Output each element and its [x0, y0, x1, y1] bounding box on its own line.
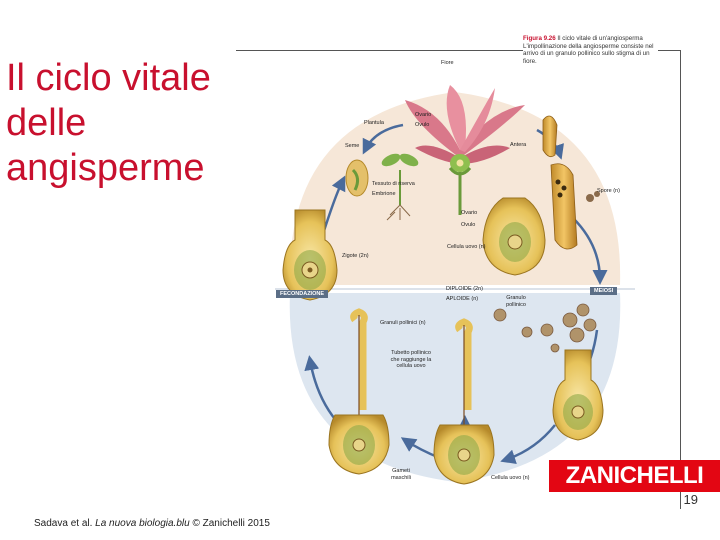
- credit-authors: Sadava et al.: [34, 518, 93, 529]
- figure-number: Figura 9.26: [523, 35, 556, 42]
- label-cellula-uovo-mid: Cellula uovo (n): [447, 244, 486, 250]
- angiosperm-life-cycle-diagram: [275, 85, 635, 485]
- label-gameti: Gameti maschili: [391, 468, 411, 481]
- flower-illustration: [405, 85, 525, 215]
- label-tubetto: Tubetto pollinico che raggiunge la cellu…: [390, 350, 432, 369]
- ovule-zygote: [282, 209, 338, 301]
- credit-line: Sadava et al. La nuova biologia.blu © Za…: [34, 518, 270, 529]
- label-zigote: Zigote (2n): [342, 253, 369, 259]
- credit-publisher: © Zanichelli 2015: [192, 518, 270, 529]
- pollen-tube-left: [328, 308, 390, 475]
- label-plantula: Plantula: [364, 120, 384, 126]
- label-granuli: Granuli pollinici (n): [380, 320, 426, 326]
- seed-illustration: [345, 159, 369, 197]
- label-embrione: Embrione: [372, 191, 396, 197]
- seedling-illustration: [381, 153, 419, 221]
- slide-title: Il ciclo vitale delle angisperme: [6, 57, 211, 189]
- spores: [586, 191, 600, 202]
- tag-fecondazione: FECONDAZIONE: [276, 290, 328, 298]
- label-cellula-uovo-bot: Cellula uovo (n): [491, 475, 530, 481]
- label-granulo: Granulo pollinico: [506, 295, 526, 308]
- label-ovario-top: Ovario: [415, 112, 432, 118]
- label-spore: Spore (n): [597, 188, 620, 194]
- label-ovulo-mid: Ovulo: [461, 222, 476, 228]
- credit-book: La nuova biologia.blu: [95, 518, 190, 529]
- label-fiore: Fiore: [441, 60, 454, 66]
- ovule-pollinated: [552, 349, 604, 441]
- pollen-tube-right: [433, 318, 495, 485]
- label-antera: Antera: [510, 142, 527, 148]
- ovule-egg-cell: [482, 197, 546, 276]
- label-diploide: DIPLOIDE (2n): [446, 286, 483, 292]
- zanichelli-logo: ZANICHELLI: [549, 460, 720, 492]
- page-number: 19: [683, 492, 698, 507]
- anther-illustration: [542, 115, 578, 250]
- label-ovulo-top: Ovulo: [415, 122, 430, 128]
- figure-caption-text: Il ciclo vitale di un'angiosperma L'impo…: [523, 35, 654, 65]
- pollen-grains: [493, 303, 597, 353]
- label-seme: Seme: [345, 143, 360, 149]
- figure-caption: Figura 9.26 Il ciclo vitale di un'angios…: [523, 35, 658, 66]
- figure-frame: [236, 50, 681, 509]
- label-tessuto: Tessuto di riserva: [372, 181, 415, 187]
- label-aploide: APLOIDE (n): [446, 296, 479, 302]
- tag-meiosi: MEIOSI: [590, 287, 618, 295]
- label-ovario-mid: Ovario: [461, 210, 478, 216]
